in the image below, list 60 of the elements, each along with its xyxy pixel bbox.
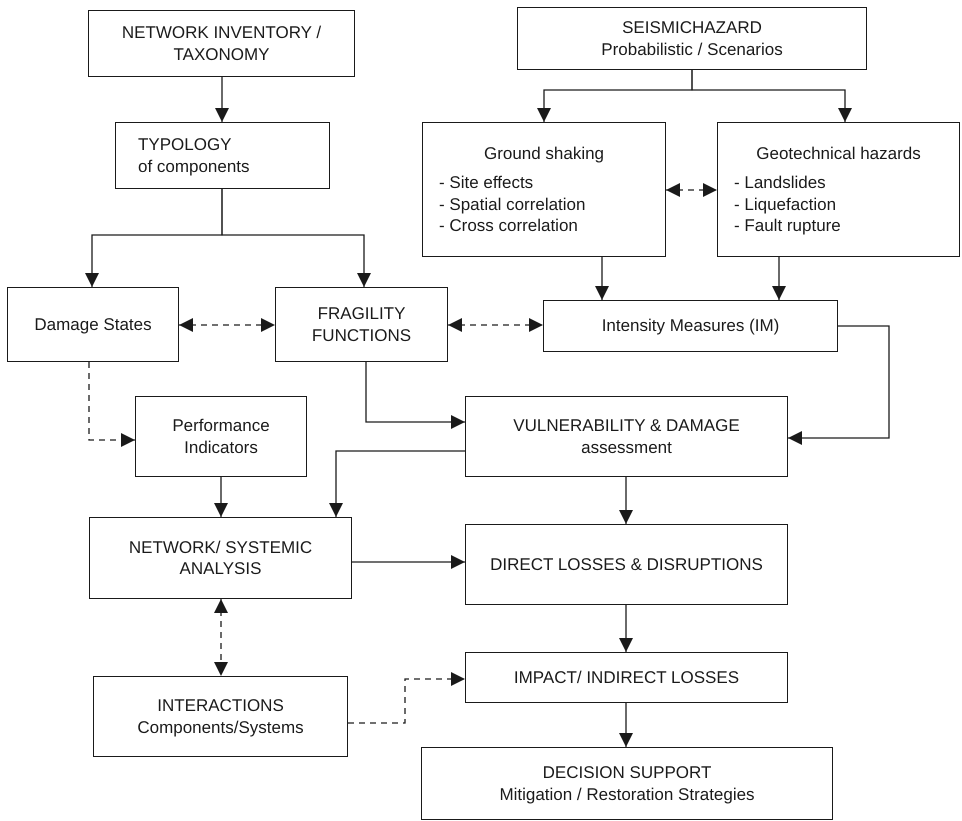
arrow xyxy=(788,325,890,445)
arrow xyxy=(595,257,609,300)
process-box xyxy=(7,287,179,362)
box-heading: DIRECT LOSSES & DISRUPTIONS xyxy=(490,554,763,576)
box-subtitle: of components xyxy=(138,156,250,177)
box-heading: Damage States xyxy=(34,314,152,336)
process-box xyxy=(88,10,355,77)
process-box xyxy=(421,747,833,820)
box-heading: Geotechnical hazards xyxy=(756,143,921,164)
box-heading: VULNERABILITY & DAMAGE xyxy=(513,415,740,436)
box-heading: SEISMICHAZARD xyxy=(622,17,762,38)
box-heading: Intensity Measures (IM) xyxy=(602,315,780,337)
box-heading: IMPACT/ INDIRECT LOSSES xyxy=(514,666,740,688)
process-box xyxy=(465,652,788,703)
box-heading: NETWORK INVENTORY / TAXONOMY xyxy=(120,22,322,65)
arrow xyxy=(221,189,371,287)
arrow xyxy=(619,605,633,652)
arrow xyxy=(329,450,465,517)
process-box xyxy=(543,300,838,352)
dashed-arrow xyxy=(214,599,228,676)
arrow xyxy=(691,70,852,122)
list-item: - Fault rupture xyxy=(734,214,841,236)
list-item: - Landslides xyxy=(734,172,826,194)
process-box xyxy=(422,122,666,257)
box-heading: FRAGILITY FUNCTIONS xyxy=(310,303,412,346)
box-subtitle: Components/Systems xyxy=(137,716,304,738)
list-item: - Site effects xyxy=(439,172,534,194)
dashed-arrow xyxy=(348,672,465,724)
box-subtitle: Probabilistic / Scenarios xyxy=(601,38,783,60)
arrow xyxy=(365,362,465,429)
process-box xyxy=(275,287,448,362)
process-box xyxy=(93,676,348,757)
process-box xyxy=(135,396,307,477)
list-item: - Liquefaction xyxy=(734,194,836,215)
list-item: - Cross correlation xyxy=(439,214,578,236)
process-box xyxy=(89,517,352,599)
process-box xyxy=(115,122,330,189)
box-subtitle: assessment xyxy=(581,436,672,458)
list-item: - Spatial correlation xyxy=(439,194,586,215)
dashed-arrow xyxy=(179,318,275,332)
box-heading: DECISION SUPPORT xyxy=(542,762,712,784)
dashed-arrow xyxy=(448,318,543,332)
process-box xyxy=(465,524,788,605)
arrow xyxy=(214,477,228,517)
arrow xyxy=(772,257,786,300)
arrow xyxy=(619,477,633,524)
dashed-arrow xyxy=(666,183,717,197)
arrow xyxy=(215,77,229,122)
arrow xyxy=(619,703,633,747)
box-heading: Ground shaking xyxy=(484,143,604,164)
box-heading: NETWORK/ SYSTEMIC ANALYSIS xyxy=(128,536,314,580)
dashed-arrow xyxy=(88,362,135,447)
process-box xyxy=(717,122,960,257)
box-subtitle: Mitigation / Restoration Strategies xyxy=(499,784,755,805)
arrow xyxy=(352,555,465,569)
box-heading: TYPOLOGY xyxy=(138,134,232,156)
box-heading: INTERACTIONS xyxy=(157,695,284,716)
process-box xyxy=(517,7,867,70)
box-heading: Performance Indicators xyxy=(171,415,271,458)
process-box xyxy=(465,396,788,477)
